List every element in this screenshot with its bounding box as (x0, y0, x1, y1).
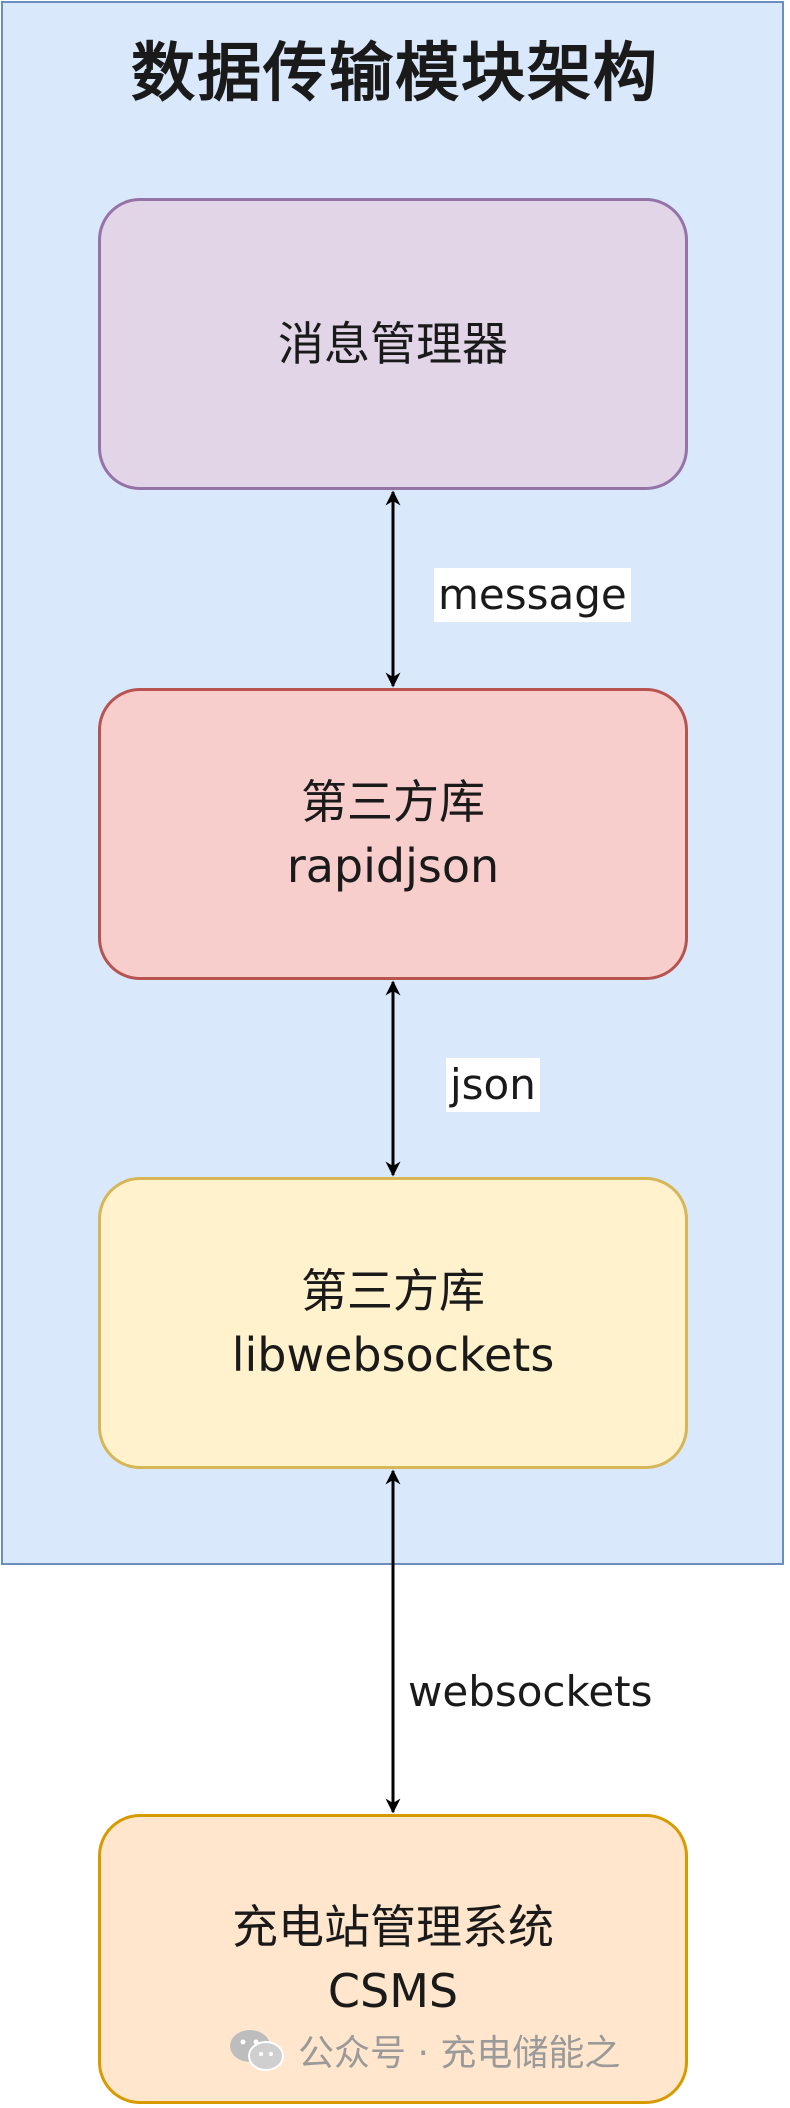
libwebsockets-node: 第三方库 libwebsockets (98, 1177, 688, 1469)
node-sublabel: CSMS (327, 1964, 459, 2018)
node-sublabel: libwebsockets (231, 1328, 555, 1382)
wechat-icon (230, 2030, 284, 2071)
edge-label-websockets: websockets (408, 1667, 653, 1716)
message-manager-node: 消息管理器 (98, 198, 688, 490)
edge-label-message: message (434, 568, 631, 623)
edge-label-json: json (446, 1058, 540, 1113)
diagram-title: 数据传输模块架构 (131, 37, 659, 111)
node-label: 第三方库 (301, 774, 485, 829)
node-label: 充电站管理系统 (232, 1899, 554, 1954)
rapidjson-node: 第三方库 rapidjson (98, 688, 688, 980)
node-label: 消息管理器 (278, 316, 508, 371)
csms-node: 充电站管理系统 CSMS (98, 1814, 688, 2104)
node-sublabel: rapidjson (286, 839, 500, 893)
watermark: 公众号 · 充电储能之 (228, 2022, 620, 2078)
node-label: 第三方库 (301, 1263, 485, 1318)
watermark-text: 公众号 · 充电储能之 (298, 2033, 621, 2074)
